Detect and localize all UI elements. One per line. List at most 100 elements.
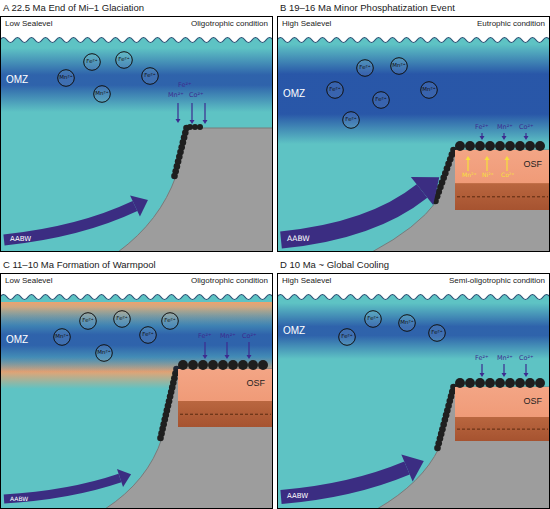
fe-mn-crust (160, 421, 167, 428)
circle-outline-shape (54, 329, 71, 346)
ion-flux-label: Mn²⁺ (497, 124, 513, 131)
ocean-water (277, 295, 550, 509)
ion-label: Mn²⁺ (420, 87, 438, 93)
ion-label: Mn²⁺ (57, 75, 75, 81)
fe-mn-crust (443, 412, 450, 419)
panel-illustration (277, 273, 550, 509)
figure-panel: D 10 Ma ~ Global CoolingHigh SealevelSem… (277, 257, 550, 509)
ion-label: Fe²⁺ (326, 87, 344, 93)
ion-label: Fe²⁺ (342, 117, 360, 123)
ion-circle: Fe²⁺ (372, 91, 390, 109)
fe-mn-crust (165, 403, 172, 410)
ferromanganese-nodule (485, 378, 495, 388)
fe-mn-crust (178, 144, 185, 151)
fe-mn-crust (440, 175, 447, 182)
flux-arrowhead (524, 136, 529, 140)
ion-circle: Fe²⁺ (356, 59, 374, 77)
fe-mn-crust (440, 421, 447, 428)
fe-mn-crust (168, 389, 175, 396)
circle-outline-shape (365, 311, 382, 328)
fe-mn-crust (174, 163, 181, 170)
ion-label: Mn²⁺ (398, 320, 416, 326)
fe-mn-crust (167, 393, 174, 400)
zone-label: OMZ (283, 89, 305, 99)
sky (0, 16, 273, 252)
ion-circle: Fe²⁺ (115, 51, 133, 69)
panel-overlay (278, 17, 550, 252)
figure-panel: A 22.5 Ma End of Mi–1 GlaciationLow Seal… (0, 0, 273, 252)
ocean-water (0, 38, 273, 253)
fe-mn-crust (192, 124, 198, 130)
ion-label: Fe²⁺ (115, 57, 133, 63)
ion-circle: Fe²⁺ (161, 312, 179, 330)
ferromanganese-nodule (228, 360, 238, 370)
ion-circle: Mn²⁺ (390, 57, 408, 75)
figure-panel: C 11–10 Ma Formation of WarmpoolLow Seal… (0, 257, 273, 509)
fe-mn-crust (187, 124, 193, 130)
ion-label: Mn²⁺ (390, 63, 408, 69)
ferromanganese-nodule (535, 141, 545, 151)
sky (277, 273, 550, 509)
ferromanganese-nodule (465, 378, 475, 388)
dashed-boundary (180, 414, 271, 415)
panel-illustration (0, 273, 273, 509)
flux-arrow (503, 364, 504, 374)
circle-outline-shape (429, 325, 446, 342)
fe-mn-crust (182, 130, 189, 137)
ion-flux-label: Mn²⁺ (220, 333, 236, 340)
current-arrowhead (411, 177, 439, 205)
fe-mn-crust (161, 416, 168, 423)
ocean-water (0, 295, 273, 509)
circle-outline-shape (58, 70, 75, 87)
current-label: AABW (287, 493, 308, 500)
fe-mn-crust (158, 430, 165, 437)
dashed-boundary (457, 196, 548, 197)
circle-outline-shape (142, 68, 159, 85)
ion-flux-label: Mn²⁺ (168, 92, 184, 99)
seamount (372, 150, 550, 252)
fe-mn-crust (444, 407, 451, 414)
circle-outline-shape (116, 52, 133, 69)
ion-flux-label: Mn²⁺ (497, 355, 513, 362)
sea-level-label: Low Sealevel (5, 20, 53, 28)
seamount (105, 369, 273, 509)
flux-arrowhead (502, 136, 507, 140)
ion-flux-label: Fe²⁺ (198, 333, 211, 340)
dashed-boundary (457, 429, 548, 430)
ion-label: Fe²⁺ (338, 334, 356, 340)
ion-flux-label: Fe²⁺ (178, 82, 191, 89)
sea-surface-waves (277, 38, 550, 43)
fe-mn-crust (176, 154, 183, 161)
oxygen-minimum-zone-band: OMZFe²⁺Fe²⁺Mn²⁺Fe²⁺Mn²⁺ (0, 48, 273, 112)
ferromanganese-nodule (218, 360, 228, 370)
circle-outline-shape (373, 92, 390, 109)
ion-circle: Fe²⁺ (364, 310, 382, 328)
ferromanganese-nodule (525, 141, 535, 151)
ion-label: Fe²⁺ (364, 316, 382, 322)
oxygen-minimum-zone-band: OMZFe²⁺Mn²⁺Fe²⁺Fe²⁺ (277, 303, 550, 359)
circle-outline-shape (339, 329, 356, 346)
current-label: AABW (10, 236, 31, 243)
fe-mn-crust (435, 440, 442, 447)
current-arrowhead (117, 469, 131, 487)
circle-outline-shape (421, 82, 438, 99)
fe-mn-crust (447, 398, 454, 405)
panel-overlay (1, 17, 273, 252)
flux-arrowhead (225, 355, 230, 359)
panel-frame (1, 274, 273, 509)
ion-circle: Fe²⁺ (342, 111, 360, 129)
fe-mn-crust (163, 412, 170, 419)
layer-label: OSF (523, 397, 542, 406)
fe-mn-crust (448, 393, 455, 400)
ferromanganese-nodule (475, 378, 485, 388)
panel-illustration (0, 16, 273, 252)
fe-mn-crust (180, 139, 187, 146)
ion-circle: Mn²⁺ (93, 85, 111, 103)
flux-arrowhead (502, 373, 507, 377)
fe-mn-crust (197, 124, 203, 130)
trophic-condition-label: Oligotrophic condition (191, 20, 268, 28)
ferromanganese-nodule (515, 141, 525, 151)
sea-level-label: High Sealevel (282, 277, 331, 285)
flux-arrow (481, 364, 482, 374)
